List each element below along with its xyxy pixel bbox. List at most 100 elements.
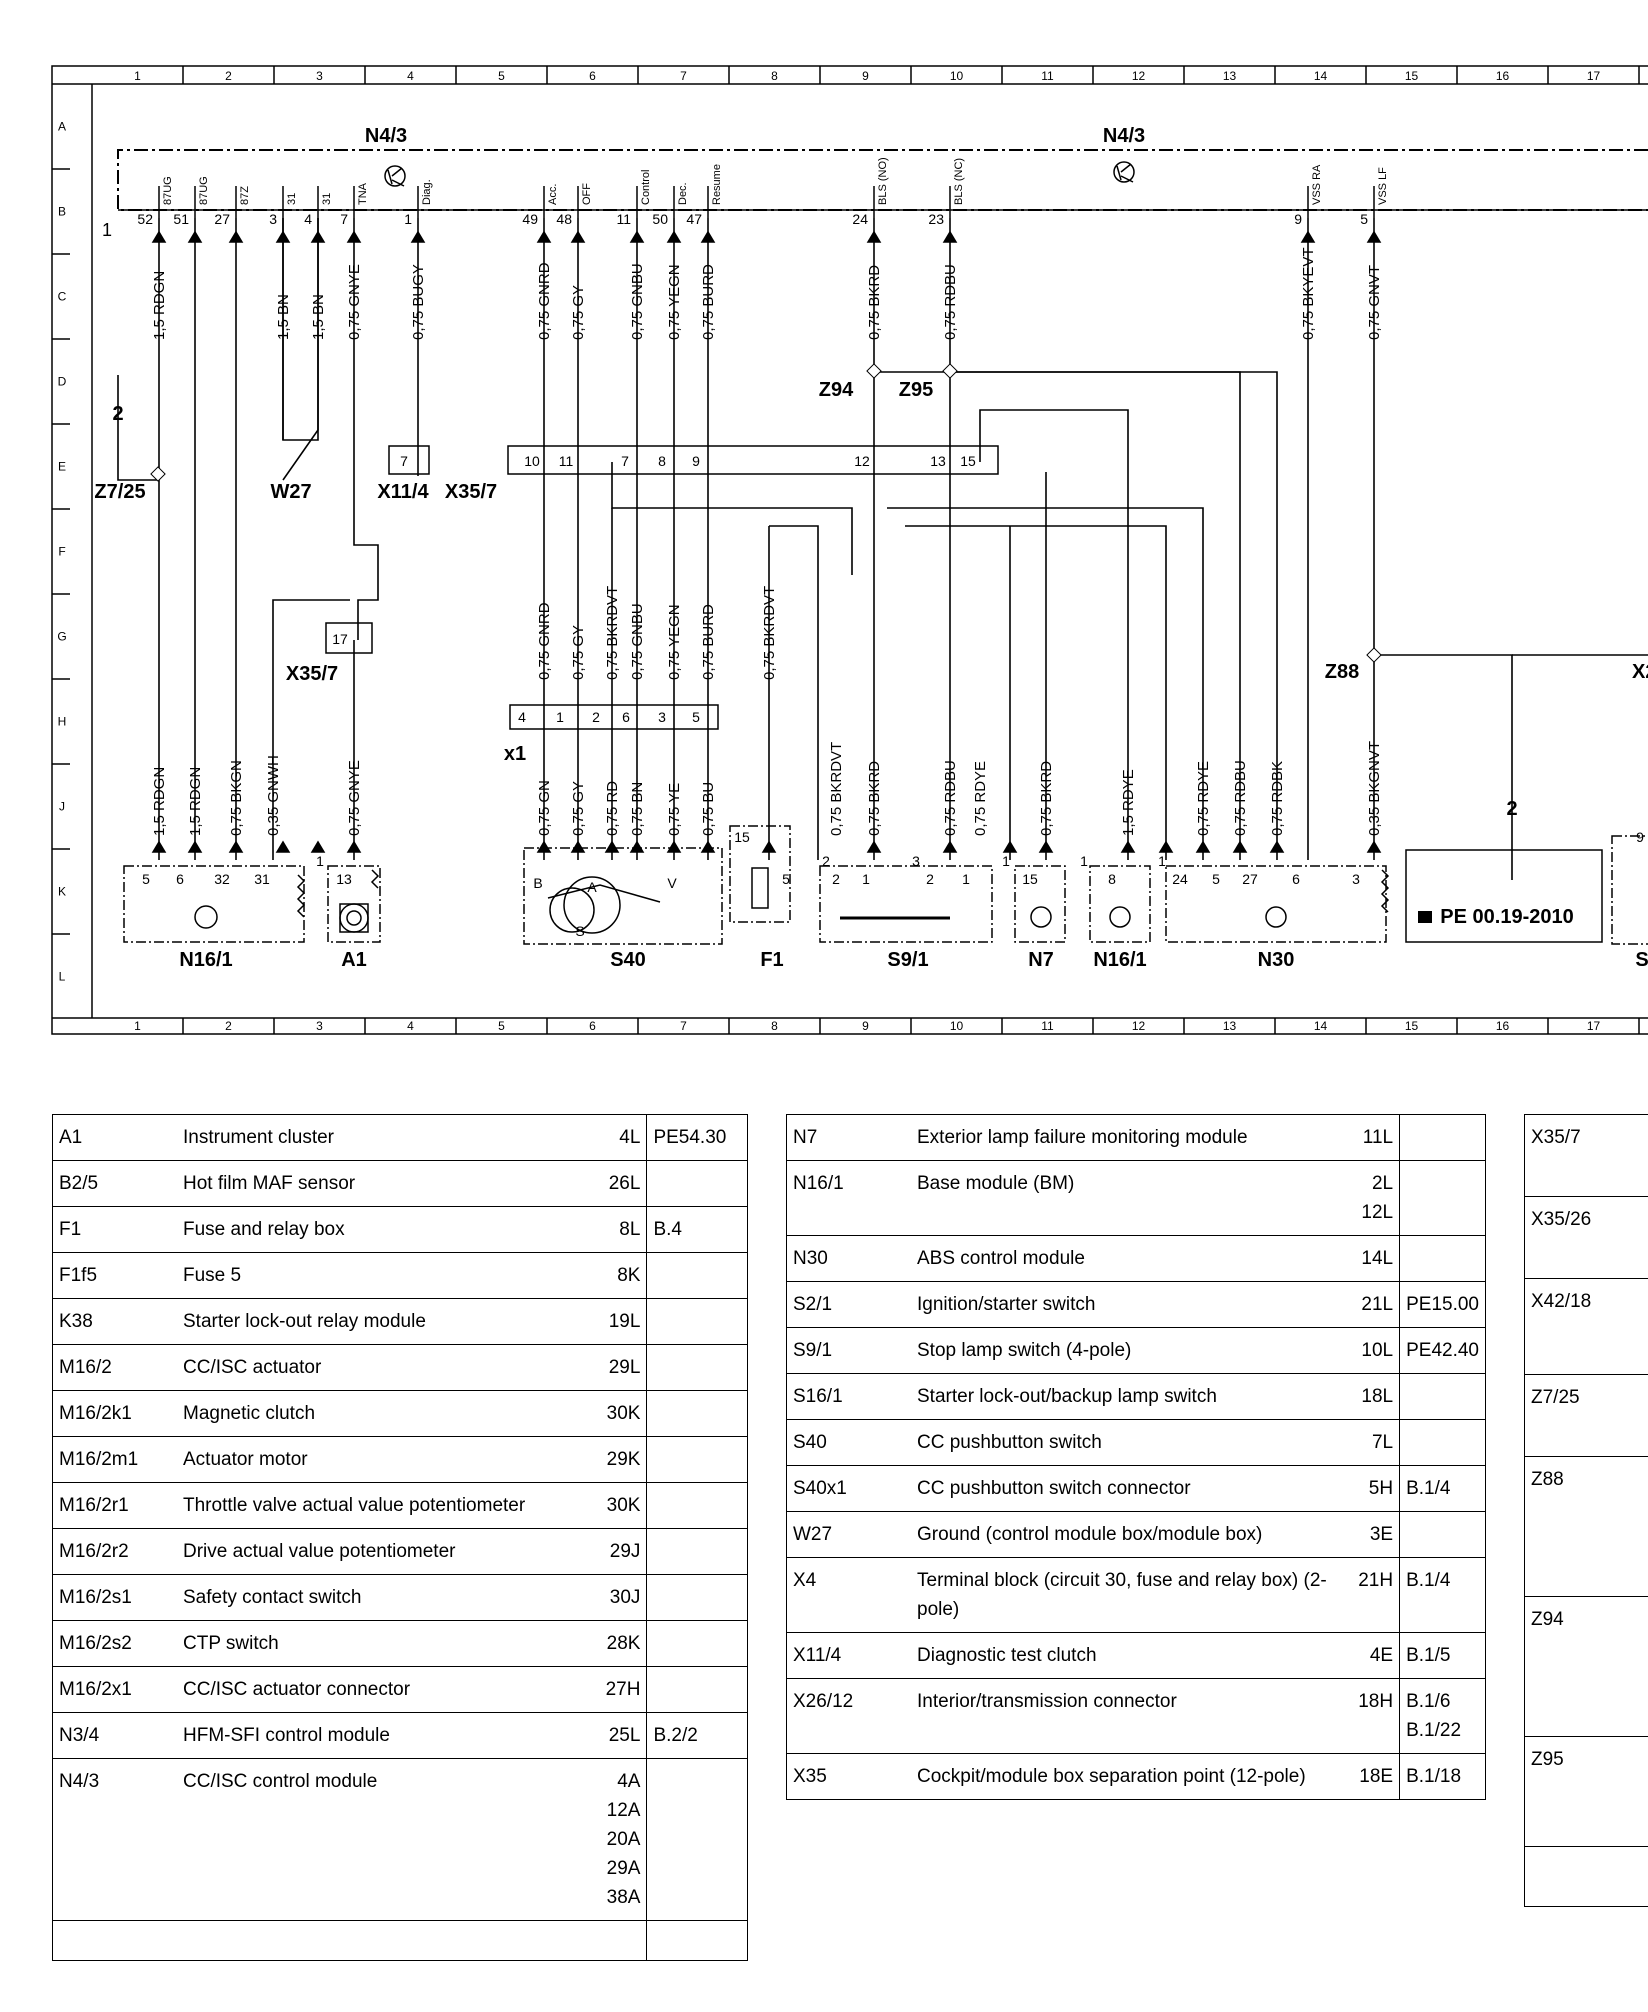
wire-color-label: 0,75 BKRDVT [604,586,621,680]
label-s-cut: S [1635,949,1648,971]
legend-ref [1399,1373,1486,1420]
connector-arrows [151,230,1382,853]
grid-col-11: 11 [1041,69,1054,83]
legend-loc: 30K [591,1482,648,1529]
legend-ref [646,1436,748,1483]
legend-desc: Stop lamp switch (4-pole) [911,1327,1353,1374]
x1-pin: 6 [622,709,630,725]
x35-7-g-connector [325,622,373,654]
pin-number: 23 [928,211,944,227]
pin-number: 9 [1294,211,1302,227]
grid-col-7: 7 [680,69,687,83]
legend-code: K38 [52,1298,177,1345]
legend-desc: Fuse and relay box [177,1206,592,1253]
legend-code: M16/2r2 [52,1528,177,1575]
wire-color-label: 0,75 RDBU [942,264,959,340]
legend-row: Z94 [1524,1596,1648,1737]
legend-row: Z7/25 [1524,1374,1648,1457]
legend-desc: ABS control module [911,1235,1353,1282]
legend-loc: 4L [591,1114,648,1161]
grid-col-4: 4 [407,69,414,83]
legend-desc: CC pushbutton switch [911,1419,1353,1466]
grid-col-14: 14 [1314,69,1328,83]
legend-code: Z88 [1524,1456,1648,1597]
x1-pin: 2 [592,709,600,725]
legend-code: N4/3 [52,1758,177,1921]
legend-desc: Ground (control module box/module box) [911,1511,1353,1558]
x1-pin: 3 [658,709,666,725]
pin-number: 5 [1360,211,1368,227]
legend-loc: 14L [1352,1235,1401,1282]
legend-code: M16/2r1 [52,1482,177,1529]
wire-color-label: 0,75 RDBU [942,760,959,836]
legend-code [1524,1846,1648,1907]
wire-color-label: 0,75 GN [536,780,553,836]
legend-desc [177,1920,592,1961]
x1-pin: 5 [692,709,700,725]
f1-pin: 5 [782,871,790,887]
legend-desc: Safety contact switch [177,1574,592,1621]
pin-label: 87Z [239,186,251,205]
legend-ref [646,1528,748,1575]
legend-desc: Terminal block (circuit 30, fuse and rel… [911,1557,1353,1633]
pin-label: 31 [286,193,298,205]
legend-ref [646,1298,748,1345]
legend-code: M16/2x1 [52,1666,177,1713]
transistor-icon [1265,906,1287,928]
grid-col-17: 17 [1587,69,1601,83]
n16-1r-pin: 8 [1108,871,1116,887]
legend-code: B2/5 [52,1160,177,1207]
legend-loc: 5H [1352,1465,1401,1512]
grid-row-B: B [58,205,66,219]
legend-loc: 26L [591,1160,648,1207]
pin-label: TNA [357,182,369,205]
legend-desc: Magnetic clutch [177,1390,592,1437]
pin-label: OFF [581,183,593,205]
legend-ref: B.1/4 [1399,1557,1486,1633]
module-pins: 5287UG5187UG2787Z3314317TNA1Diag.49Acc.4… [137,157,1389,227]
pe-reference-box [1405,849,1603,943]
legend-code: S40 [786,1419,911,1466]
grid-col-bottom-2: 2 [225,1019,232,1033]
grid-row-A: A [58,120,66,134]
grid-row-J: J [59,800,65,814]
grid-col-bottom-12: 12 [1132,1019,1146,1033]
legend-loc: 27H [591,1666,648,1713]
pin-label: 31 [321,193,333,205]
legend-loc: 30J [591,1574,648,1621]
component-number: 1 [1080,853,1088,869]
legend-desc: Ignition/starter switch [911,1281,1353,1328]
splice-z88 [1366,647,1382,663]
grid-col-3: 3 [316,69,323,83]
transistor-icon [1113,161,1135,183]
legend-row [52,1920,748,1961]
s-cut-module [1611,835,1648,945]
legend-desc: Starter lock-out relay module [177,1298,592,1345]
legend-ref: B.1/6 B.1/22 [1399,1678,1486,1754]
legend-code: X35/26 [1524,1196,1648,1279]
legend-code: X26/12 [786,1678,911,1754]
legend-desc: Drive actual value potentiometer [177,1528,592,1575]
module-label-n4-3-right: N4/3 [1103,125,1145,147]
label-z95: Z95 [899,379,933,401]
n7-pin: 15 [1022,871,1038,887]
component-number: 1 [316,853,324,869]
pin-label: 87UG [162,176,174,205]
legend-desc: CC/ISC actuator [177,1344,592,1391]
wire-color-label: 0,75 GY [570,285,587,340]
legend-ref [646,1920,748,1961]
f1-box [729,825,791,923]
legend-ref [646,1344,748,1391]
x11-4-pin: 7 [400,453,408,469]
wire-color-label: 0,75 RDYE [972,761,989,836]
legend-code: M16/2s1 [52,1574,177,1621]
legend-row: Z88 [1524,1456,1648,1597]
x1-pin: 4 [518,709,526,725]
pin-label: VSS LF [1377,167,1389,205]
